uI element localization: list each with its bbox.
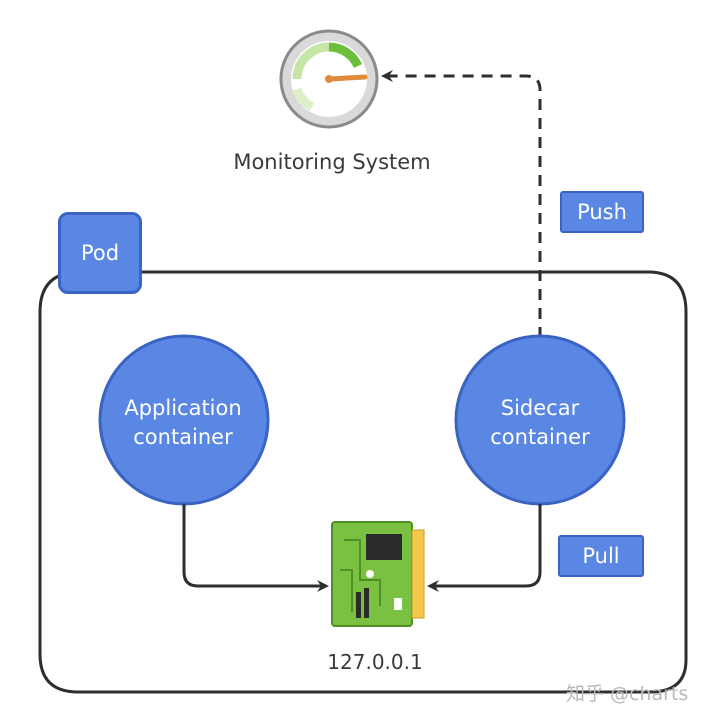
network-card-icon [331,521,425,627]
push-tag: Push [560,191,644,233]
push-tag-label: Push [577,200,627,224]
pod-boundary [38,270,688,694]
sidecar-container-label: Sidecar container [450,394,630,452]
application-container-line2: container [133,425,233,449]
sidecar-container-line2: container [490,425,590,449]
pull-tag-label: Pull [582,544,620,568]
sidecar-container-line1: Sidecar [500,396,580,420]
gauge-icon [279,29,379,129]
app-connector [182,504,329,592]
endpoint-label: 127.0.0.1 [327,650,423,674]
watermark: 知乎 @charts [566,683,689,705]
pod-tag: Pod [58,212,142,294]
application-container-label: Application container [93,394,273,452]
application-container-line1: Application [124,396,242,420]
sidecar-connector [427,504,542,592]
pull-tag: Pull [558,535,644,577]
pod-tag-label: Pod [80,241,120,265]
push-connector [381,70,542,338]
monitoring-system-label: Monitoring System [233,150,431,174]
